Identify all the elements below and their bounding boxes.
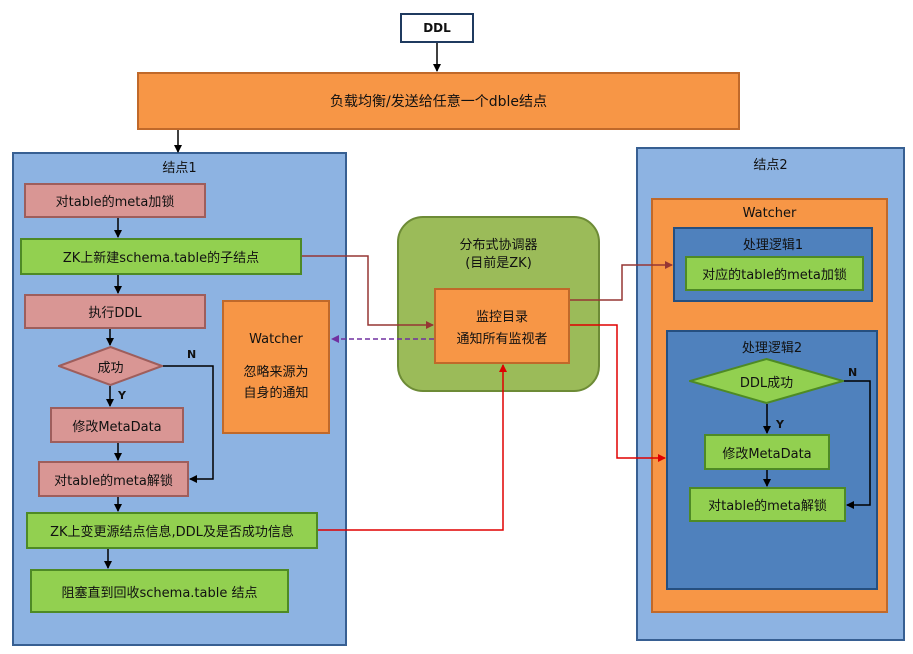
modify-metadata-box: 修改MetaData bbox=[50, 407, 184, 443]
coordinator-title-line2: (目前是ZK) bbox=[465, 256, 532, 271]
success-decision: 成功 bbox=[58, 346, 163, 386]
node1-watcher-title: Watcher bbox=[249, 332, 303, 347]
arrow-monitor-to-logic1 bbox=[570, 261, 673, 301]
node1-watcher-line1: 忽略来源为 bbox=[243, 365, 309, 380]
logic1-lock-box: 对应的table的meta加锁 bbox=[685, 256, 864, 291]
node1-no-label: N bbox=[187, 348, 197, 361]
arrow-zk-child-to-monitor bbox=[302, 255, 434, 329]
zk-create-child-box: ZK上新建schema.table的子结点 bbox=[20, 238, 302, 275]
node1-watcher-box: Watcher 忽略来源为 自身的通知 bbox=[222, 300, 330, 434]
logic1-title: 处理逻辑1 bbox=[742, 238, 804, 253]
node1-title: 结点1 bbox=[162, 161, 197, 176]
node2-yes-label: Y bbox=[776, 418, 784, 431]
unlock-meta-box: 对table的meta解锁 bbox=[38, 461, 189, 497]
load-balance-box: 负载均衡/发送给任意一个dble结点 bbox=[137, 72, 740, 130]
arrow-update-to-monitor bbox=[318, 364, 507, 531]
exec-ddl-box: 执行DDL bbox=[24, 294, 206, 329]
node1-yes-label: Y bbox=[118, 389, 126, 402]
arrow-success-no bbox=[163, 365, 214, 483]
node2-modify-metadata-box: 修改MetaData bbox=[704, 434, 830, 470]
arrow-ddlsuccess-no bbox=[844, 380, 871, 509]
ddl-box: DDL bbox=[400, 13, 474, 43]
logic2-title: 处理逻辑2 bbox=[741, 341, 803, 356]
node2-no-label: N bbox=[848, 366, 858, 379]
diamond-shape bbox=[689, 358, 844, 404]
block-until-box: 阻塞直到回收schema.table 结点 bbox=[30, 569, 289, 613]
ddl-success-decision: DDL成功 bbox=[689, 358, 844, 404]
lock-meta-box: 对table的meta加锁 bbox=[24, 183, 206, 218]
node2-title: 结点2 bbox=[753, 158, 788, 173]
arrow-monitor-to-logic2 bbox=[570, 324, 666, 462]
ddl-success-label: DDL成功 bbox=[739, 375, 794, 391]
node1-watcher-line2: 自身的通知 bbox=[243, 386, 309, 401]
zk-update-info-box: ZK上变更源结点信息,DDL及是否成功信息 bbox=[26, 512, 318, 549]
monitor-box: 监控目录 通知所有监视者 bbox=[434, 288, 570, 364]
node2-watcher-title: Watcher bbox=[742, 206, 797, 221]
success-label: 成功 bbox=[97, 360, 124, 376]
diamond-shape bbox=[58, 346, 163, 386]
monitor-line2: 通知所有监视者 bbox=[456, 331, 548, 347]
node2-unlock-meta-box: 对table的meta解锁 bbox=[689, 487, 846, 522]
monitor-line1: 监控目录 bbox=[475, 309, 528, 325]
coordinator-title-line1: 分布式协调器 bbox=[459, 238, 538, 253]
